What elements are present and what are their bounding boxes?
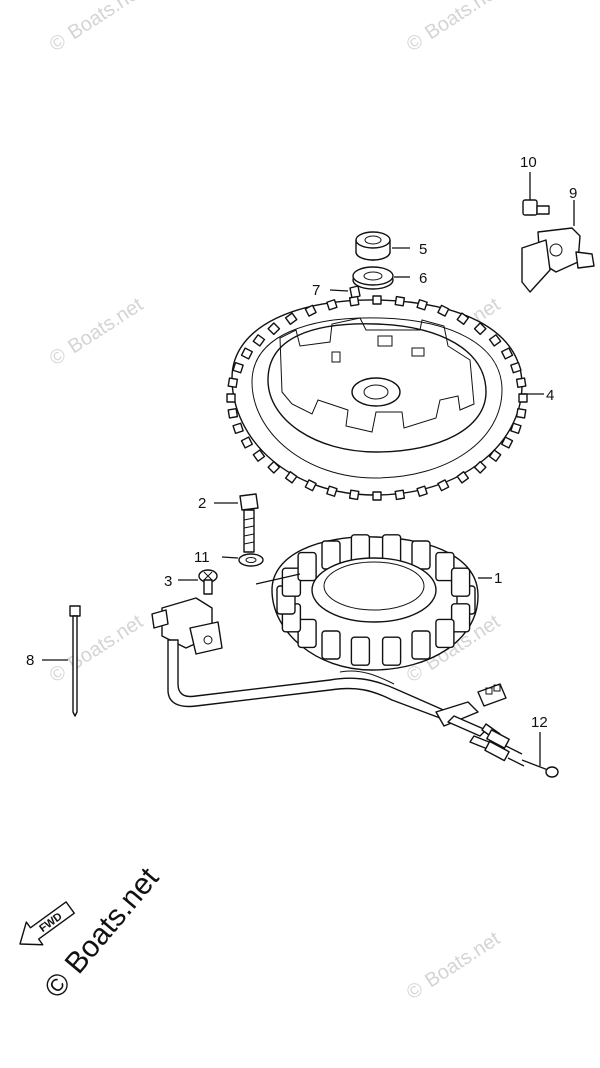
brand-text: Boats.net	[59, 861, 166, 980]
flywheel-tooth	[304, 479, 317, 492]
flywheel-tooth	[284, 471, 298, 484]
flywheel-tooth	[501, 436, 514, 449]
flywheel-tooth	[437, 479, 450, 492]
flywheel-tooth	[372, 491, 382, 501]
brand-mark: © Boats.net	[38, 861, 166, 1004]
watermark-top-left: © Boats.net	[46, 0, 148, 56]
watermark-symbol: ©	[403, 30, 428, 57]
callout-6: 6	[419, 270, 427, 287]
callout-2: 2	[198, 495, 206, 512]
watermark-symbol: ©	[46, 661, 71, 688]
watermark-symbol: ©	[403, 978, 428, 1005]
flywheel-tooth	[488, 334, 502, 347]
flywheel-tooth	[372, 295, 382, 305]
callout-9: 9	[569, 185, 577, 202]
watermark-bottom-right: © Boats.net	[403, 927, 505, 1004]
flywheel-tooth	[515, 408, 527, 419]
flywheel-tooth	[304, 304, 317, 317]
callout-5: 5	[419, 241, 427, 258]
part-7-key	[329, 285, 361, 299]
flywheel-tooth	[437, 304, 450, 317]
brand-symbol: ©	[38, 966, 77, 1004]
flywheel-tooth	[394, 489, 406, 501]
watermark-low-left: © Boats.net	[46, 610, 148, 687]
flywheel-tooth	[348, 489, 360, 501]
flywheel-tooth	[267, 322, 281, 336]
stator-coil	[435, 618, 455, 649]
callout-11: 11	[194, 549, 210, 566]
part-12-pin	[521, 732, 559, 778]
part-4-flywheel	[226, 295, 544, 501]
stator-coil	[450, 603, 471, 633]
callout-10: 10	[520, 154, 537, 171]
flywheel-teeth	[226, 295, 528, 501]
stator-coils	[276, 534, 476, 666]
flywheel-tooth	[501, 347, 514, 360]
part-3-screw	[178, 569, 218, 595]
callouts: 1 2 3 4 5 6 7 8 9 10 11 12	[26, 154, 577, 731]
flywheel-tooth	[232, 422, 244, 435]
callout-8: 8	[26, 652, 34, 669]
flywheel-tooth	[510, 361, 522, 374]
watermark-text: Boats.net	[64, 0, 147, 44]
flywheel-tooth	[267, 460, 281, 474]
wire-harness	[435, 683, 525, 767]
stator-coil	[450, 567, 471, 597]
part-8-tie-strap	[42, 605, 81, 717]
flywheel-tooth	[252, 334, 266, 347]
flywheel-tooth	[226, 393, 236, 403]
flywheel-tooth	[515, 377, 527, 388]
part-5-nut	[355, 231, 410, 261]
watermark-text: Boats.net	[421, 927, 504, 992]
flywheel-tooth	[456, 471, 470, 484]
flywheel-tooth	[252, 449, 266, 462]
watermark-top-right: © Boats.net	[403, 0, 505, 56]
flywheel-tooth	[348, 295, 360, 307]
watermark-text: Boats.net	[421, 0, 504, 44]
flywheel-tooth	[394, 295, 406, 307]
callout-3: 3	[164, 573, 172, 590]
part-1-stator	[255, 534, 492, 671]
part-2-bolt	[214, 493, 259, 553]
callout-7: 7	[312, 282, 320, 299]
stator-coil	[381, 636, 402, 666]
stator-coil	[411, 630, 431, 660]
flywheel-tooth	[473, 322, 487, 336]
flywheel-tooth	[416, 485, 428, 497]
flywheel-tooth	[227, 408, 239, 419]
flywheel-tooth	[456, 312, 470, 325]
flywheel-tooth	[326, 299, 338, 311]
flywheel-tooth	[510, 422, 522, 435]
flywheel-tooth	[488, 449, 502, 462]
stator-coil	[411, 540, 431, 570]
callout-12: 12	[531, 714, 548, 731]
flywheel-tooth	[240, 347, 253, 360]
watermark-symbol: ©	[46, 344, 71, 371]
part-10-bolt	[522, 172, 550, 216]
callout-4: 4	[546, 387, 554, 404]
flywheel-tooth	[227, 377, 239, 388]
stator-coil	[435, 551, 455, 582]
stator-coil	[297, 618, 317, 649]
flywheel-tooth	[416, 299, 428, 311]
watermark-mid-left: © Boats.net	[46, 293, 148, 370]
stator-coil	[297, 551, 317, 582]
flywheel-tooth	[284, 312, 298, 325]
part-6-washer	[352, 266, 410, 290]
part-9-sensor	[521, 200, 595, 293]
flywheel-tooth	[518, 393, 528, 403]
flywheel-tooth	[232, 361, 244, 374]
flywheel-tooth	[473, 460, 487, 474]
stator-coil	[350, 636, 371, 666]
watermark-symbol: ©	[46, 30, 71, 57]
flywheel-tooth	[326, 485, 338, 497]
flywheel-tooth	[240, 436, 253, 449]
callout-1: 1	[494, 570, 502, 587]
part-11-washer	[221, 553, 264, 567]
stator-coil	[321, 630, 341, 660]
watermark-text: Boats.net	[64, 293, 147, 358]
